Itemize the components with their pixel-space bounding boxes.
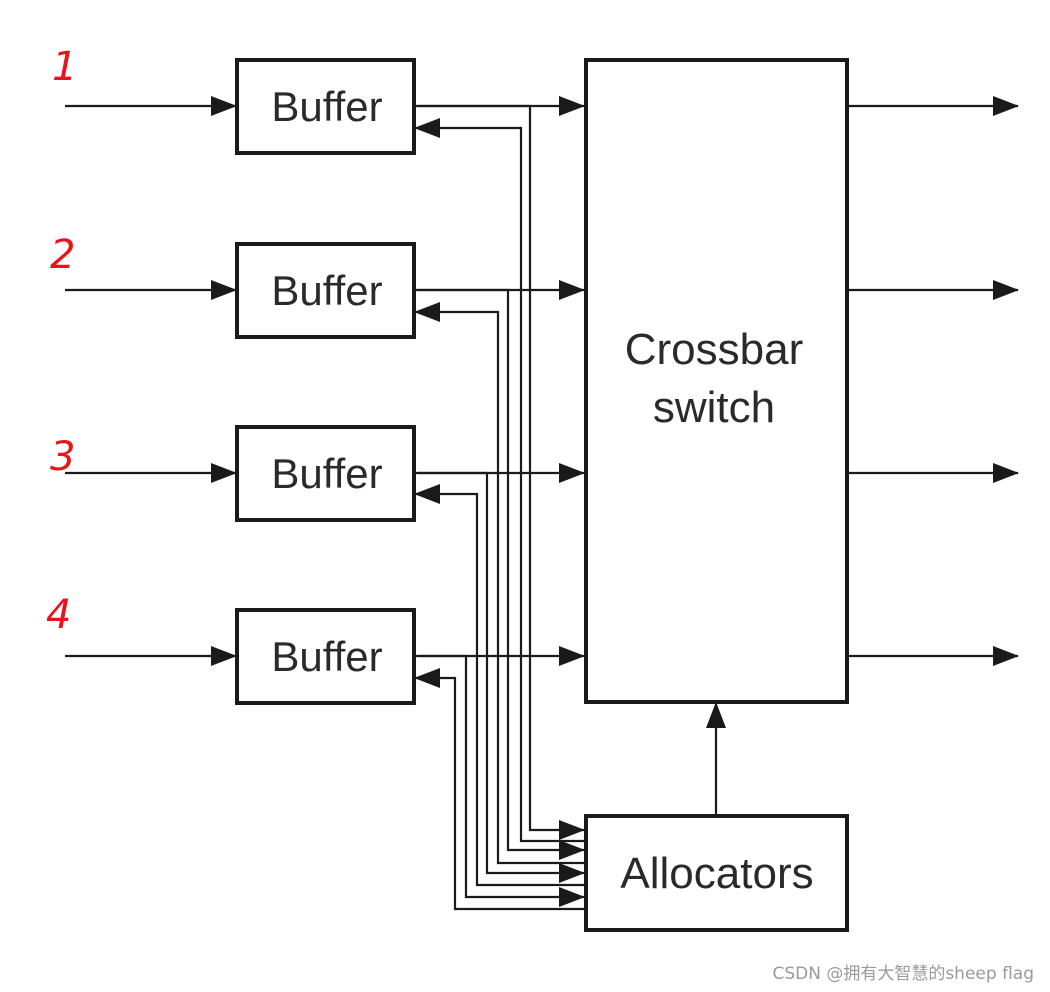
buffer-label-2: Buffer (271, 267, 382, 314)
crossbar-label-line1: Crossbar (625, 325, 804, 374)
request-path-3 (418, 471, 585, 883)
buffer-box-3 (235, 425, 416, 522)
request-path-4 (418, 654, 585, 907)
buffer-label-4: Buffer (271, 633, 382, 680)
buffer-box-1 (235, 58, 416, 155)
input-number-4: 4 (46, 592, 71, 638)
feedback-path-4 (414, 668, 584, 911)
buffer-box-4 (235, 608, 416, 705)
buffer-label-3: Buffer (271, 450, 382, 497)
buffer-label-1: Buffer (271, 83, 382, 130)
watermark: CSDN @拥有大智慧的sheep flag (772, 964, 1034, 984)
allocators-box (584, 814, 849, 932)
buffer-box-2 (235, 242, 416, 339)
request-path-1 (418, 104, 585, 840)
feedback-path-1 (414, 118, 584, 843)
input-number-1: 1 (52, 44, 77, 90)
request-path-2 (418, 288, 585, 860)
allocators-label: Allocators (620, 849, 813, 898)
feedback-path-2 (414, 302, 584, 865)
crossbar-label-line2: switch (653, 383, 775, 432)
input-number-2: 2 (50, 232, 75, 278)
feedback-path-3 (414, 484, 584, 887)
crossbar-switch-box (584, 58, 849, 704)
input-number-3: 3 (50, 434, 75, 480)
